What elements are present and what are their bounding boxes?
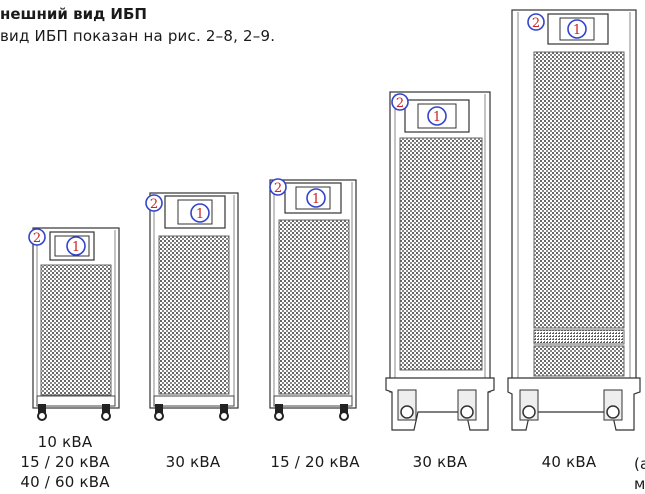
callout-label: 1 [433,110,441,125]
caption-line: 30 кВА [165,453,221,471]
caption-line: 30 кВА [412,453,468,471]
caption-line: 40 / 60 кВА [20,473,110,491]
caption-unit-3: 15 / 20 кВА [250,452,380,472]
ups-unit-5 [507,9,641,431]
callout-label: 2 [532,16,540,31]
caption-line: 40 кВА [541,453,597,471]
callout-label: 2 [33,231,41,246]
caption-unit-1: 10 кВА 15 / 20 кВА 40 / 60 кВА [0,432,130,492]
ups-unit-2 [149,192,239,421]
callout-label: 2 [396,96,404,111]
caption-unit-2: 30 кВА [148,452,238,472]
caption-line: 15 / 20 кВА [20,453,110,471]
caption-unit-4: 30 кВА [395,452,485,472]
callout-label: 1 [72,240,80,255]
callout-marker: 2 1 [145,194,210,223]
ups-unit-1 [32,227,120,421]
callout-label: 1 [312,192,320,207]
caption-line: (а [634,455,645,473]
callout-label: 2 [150,197,158,212]
section-intro: вид ИБП показан на рис. 2–8, 2–9. [0,27,276,45]
callout-label: 1 [196,207,204,222]
callout-label: 2 [274,181,282,196]
ups-unit-4 [385,91,495,431]
callout-marker: 2 1 [269,178,326,208]
callout-label: 1 [573,23,581,38]
ups-unit-3 [269,179,357,421]
caption-cutoff: (а м [634,454,645,494]
callout-marker: 2 1 [527,13,587,39]
callout-marker: 2 1 [391,93,447,126]
caption-line: 15 / 20 кВА [270,453,360,471]
caption-line: м [634,475,645,493]
section-heading: нешний вид ИБП [0,5,147,23]
callout-marker: 2 1 [28,228,86,256]
caption-line: 10 кВА [37,433,93,451]
caption-unit-5: 40 кВА [524,452,614,472]
